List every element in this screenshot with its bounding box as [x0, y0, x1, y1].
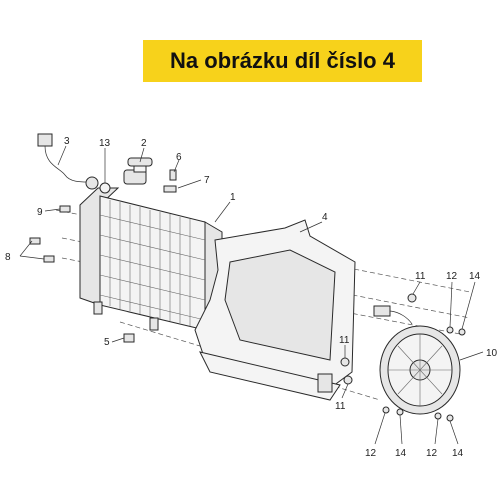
callout-2: 2	[141, 138, 147, 149]
callout-5: 5	[104, 337, 110, 348]
spacer-5	[123, 333, 135, 343]
callout-3: 3	[64, 136, 70, 147]
callout-14-bottom-left: 14	[395, 448, 407, 459]
callout-8: 8	[5, 252, 11, 263]
bolt-6-7	[163, 169, 177, 193]
callout-4: 4	[322, 212, 328, 223]
part-number-banner: Na obrázku díl číslo 4	[143, 40, 422, 82]
callout-11-bottom: 11	[335, 401, 346, 412]
bolts-8-9	[29, 205, 71, 263]
callout-7: 7	[204, 175, 210, 186]
callout-9: 9	[37, 207, 43, 218]
callout-12-top: 12	[446, 271, 458, 282]
callout-labels: 1 2 3 4 5 6 7 8 9 10 11 11 11 12 12 12 1…	[5, 136, 498, 459]
callout-12-bottom-left: 12	[365, 448, 377, 459]
callout-6: 6	[176, 152, 182, 163]
cooling-fan	[373, 305, 461, 415]
callout-13: 13	[99, 138, 111, 149]
callout-11-top: 11	[415, 271, 426, 282]
callout-1: 1	[230, 192, 236, 203]
temperature-sensor	[37, 133, 111, 194]
banner-title: Na obrázku díl číslo 4	[170, 48, 395, 73]
callout-12-bottom-right: 12	[426, 448, 438, 459]
callout-14-top: 14	[469, 271, 481, 282]
radiator	[79, 169, 223, 341]
callout-11-middle: 11	[339, 335, 350, 346]
callout-10: 10	[486, 348, 498, 359]
fan-shroud	[194, 219, 356, 401]
leader-lines	[19, 145, 484, 445]
callout-14-bottom-right: 14	[452, 448, 464, 459]
